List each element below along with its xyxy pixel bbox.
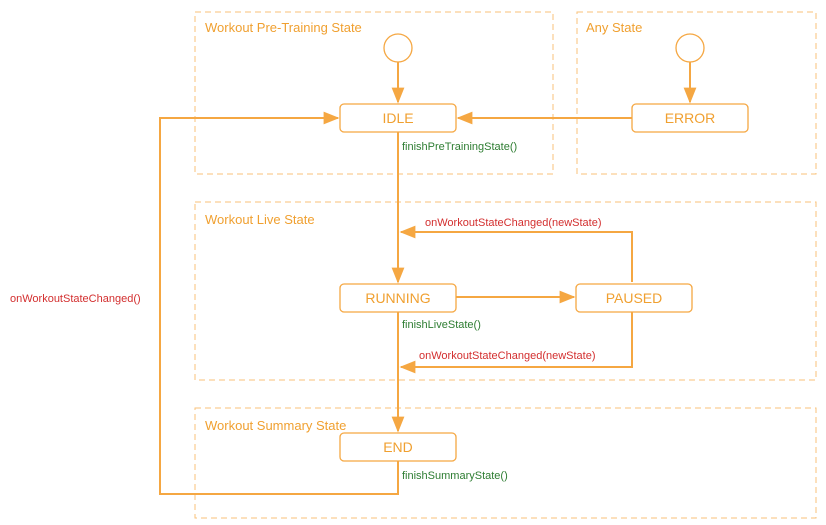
- state-running-label: RUNNING: [365, 290, 430, 306]
- label-end-to-idle: onWorkoutStateChanged(): [10, 293, 141, 305]
- arrow-paused-to-running: [399, 225, 633, 282]
- region-any-state: Any State: [576, 11, 817, 175]
- initial-state-pre-training: [383, 33, 413, 63]
- state-paused: PAUSED: [575, 283, 693, 313]
- arrow-paused-to-live-exit: [399, 312, 633, 374]
- region-pre-training: Workout Pre-Training State: [194, 11, 554, 175]
- state-paused-label: PAUSED: [606, 290, 663, 306]
- region-title-pre-training: Workout Pre-Training State: [205, 20, 362, 35]
- label-finish-live: finishLiveState(): [402, 319, 481, 331]
- region-title-live: Workout Live State: [205, 212, 315, 227]
- state-idle: IDLE: [339, 103, 457, 133]
- state-error-label: ERROR: [665, 110, 716, 126]
- label-paused-to-running: onWorkoutStateChanged(newState): [425, 217, 602, 229]
- state-running: RUNNING: [339, 283, 457, 313]
- label-paused-to-end: onWorkoutStateChanged(newState): [419, 350, 596, 362]
- region-summary: Workout Summary State: [194, 407, 817, 519]
- region-title-summary: Workout Summary State: [205, 418, 346, 433]
- state-error: ERROR: [631, 103, 749, 133]
- region-title-any-state: Any State: [586, 20, 642, 35]
- region-live: Workout Live State: [194, 201, 817, 381]
- initial-state-any: [675, 33, 705, 63]
- state-end-label: END: [383, 439, 413, 455]
- label-finish-pre-training: finishPreTrainingState(): [402, 141, 517, 153]
- state-end: END: [339, 432, 457, 462]
- arrow-end-to-idle: [159, 111, 399, 495]
- state-idle-label: IDLE: [382, 110, 413, 126]
- label-finish-summary: finishSummaryState(): [402, 470, 508, 482]
